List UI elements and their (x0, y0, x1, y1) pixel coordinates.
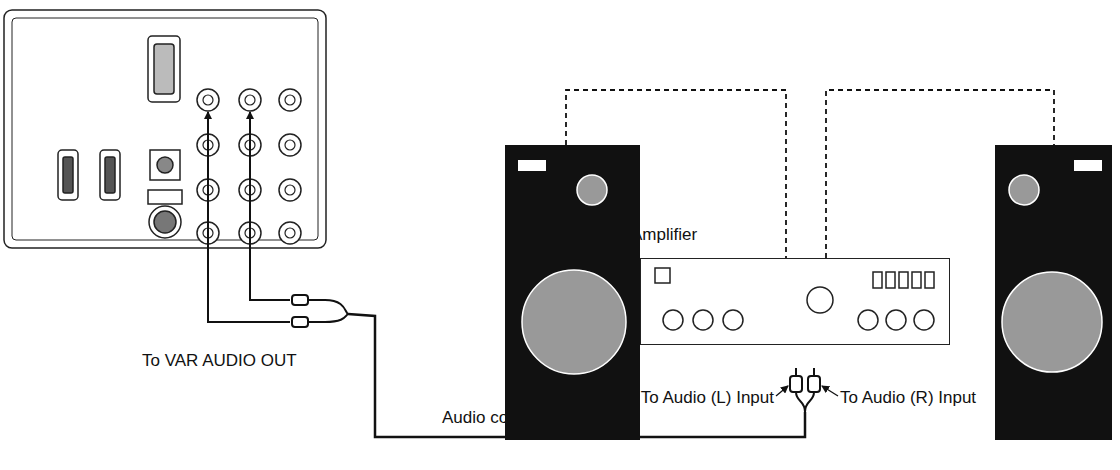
input-label: To Audio (L) Input (641, 388, 774, 408)
left-speaker (505, 145, 640, 440)
cord-label: Audio cord (not supplied) (442, 408, 631, 428)
speaker-wires (566, 90, 1054, 258)
amplifier-box: Amplifier (640, 258, 950, 345)
amplifier-controls (655, 268, 934, 330)
right-speaker (995, 145, 1112, 440)
port-label: To VAR AUDIO OUT (142, 351, 297, 371)
leader-lines (776, 386, 838, 396)
back-panel (4, 10, 326, 248)
input-label: To Audio (R) Input (840, 388, 976, 408)
amplifier-label: Amplifier (631, 225, 697, 245)
